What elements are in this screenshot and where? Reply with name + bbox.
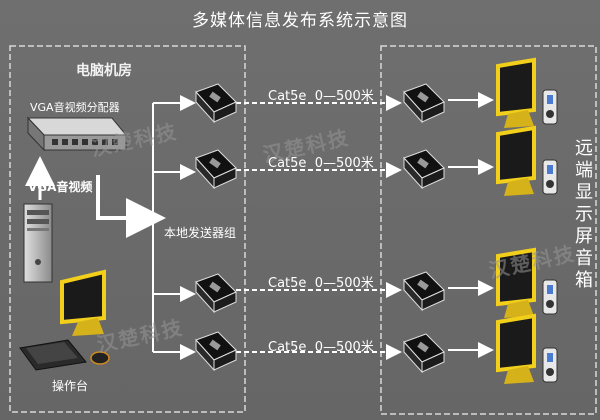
- cable-type: Cat5e: [268, 156, 307, 171]
- splitter-label: VGA音视频分配器: [30, 101, 120, 114]
- link-label-3: Cat5e 0—500米: [268, 272, 374, 291]
- vga-splitter-device: [26, 116, 128, 152]
- receiver-3: [403, 271, 445, 312]
- transmitter-4: [195, 331, 237, 372]
- transmitter-2: [195, 149, 237, 190]
- computer-room-label: 电脑机房: [76, 63, 132, 79]
- cable-distance: 0—500米: [314, 276, 374, 291]
- vga-av-label: VGA音视频: [28, 180, 93, 194]
- cable-distance: 0—500米: [314, 156, 374, 171]
- cable-type: Cat5e: [268, 276, 307, 291]
- computer-room-box: [9, 45, 246, 413]
- link-label-1: Cat5e 0—500米: [268, 85, 374, 104]
- link-label-2: Cat5e 0—500米: [268, 152, 374, 171]
- pc-tower: [23, 203, 53, 283]
- cable-type: Cat5e: [268, 340, 307, 355]
- receiver-2: [403, 149, 445, 190]
- remote-speaker-2: [542, 159, 558, 195]
- console-monitor: [60, 269, 106, 336]
- remote-speaker-1: [542, 89, 558, 125]
- transmitter-3: [195, 273, 237, 314]
- transmitter-1: [195, 83, 237, 124]
- remote-monitor-2: [496, 125, 536, 196]
- remote-speaker-3: [542, 279, 558, 315]
- cable-distance: 0—500米: [314, 89, 374, 104]
- transmitter-group-label: 本地发送器组: [164, 226, 237, 240]
- console-label: 操作台: [52, 379, 89, 393]
- remote-monitor-1: [496, 57, 536, 128]
- diagram-title: 多媒体信息发布系统示意图: [192, 11, 408, 31]
- cable-distance: 0—500米: [314, 340, 374, 355]
- remote-speaker-4: [542, 347, 558, 383]
- receiver-4: [403, 333, 445, 374]
- cable-type: Cat5e: [268, 89, 307, 104]
- remote-area-box: [380, 45, 597, 415]
- console-mouse: [90, 351, 110, 365]
- remote-monitor-3: [496, 247, 536, 318]
- remote-display-label: 远端显示屏音箱: [575, 138, 593, 291]
- link-label-4: Cat5e 0—500米: [268, 336, 374, 355]
- remote-monitor-4: [496, 313, 536, 384]
- receiver-1: [403, 83, 445, 124]
- splitter-to-transmitters-arrow: [96, 175, 166, 238]
- console-keyboard: [19, 339, 87, 371]
